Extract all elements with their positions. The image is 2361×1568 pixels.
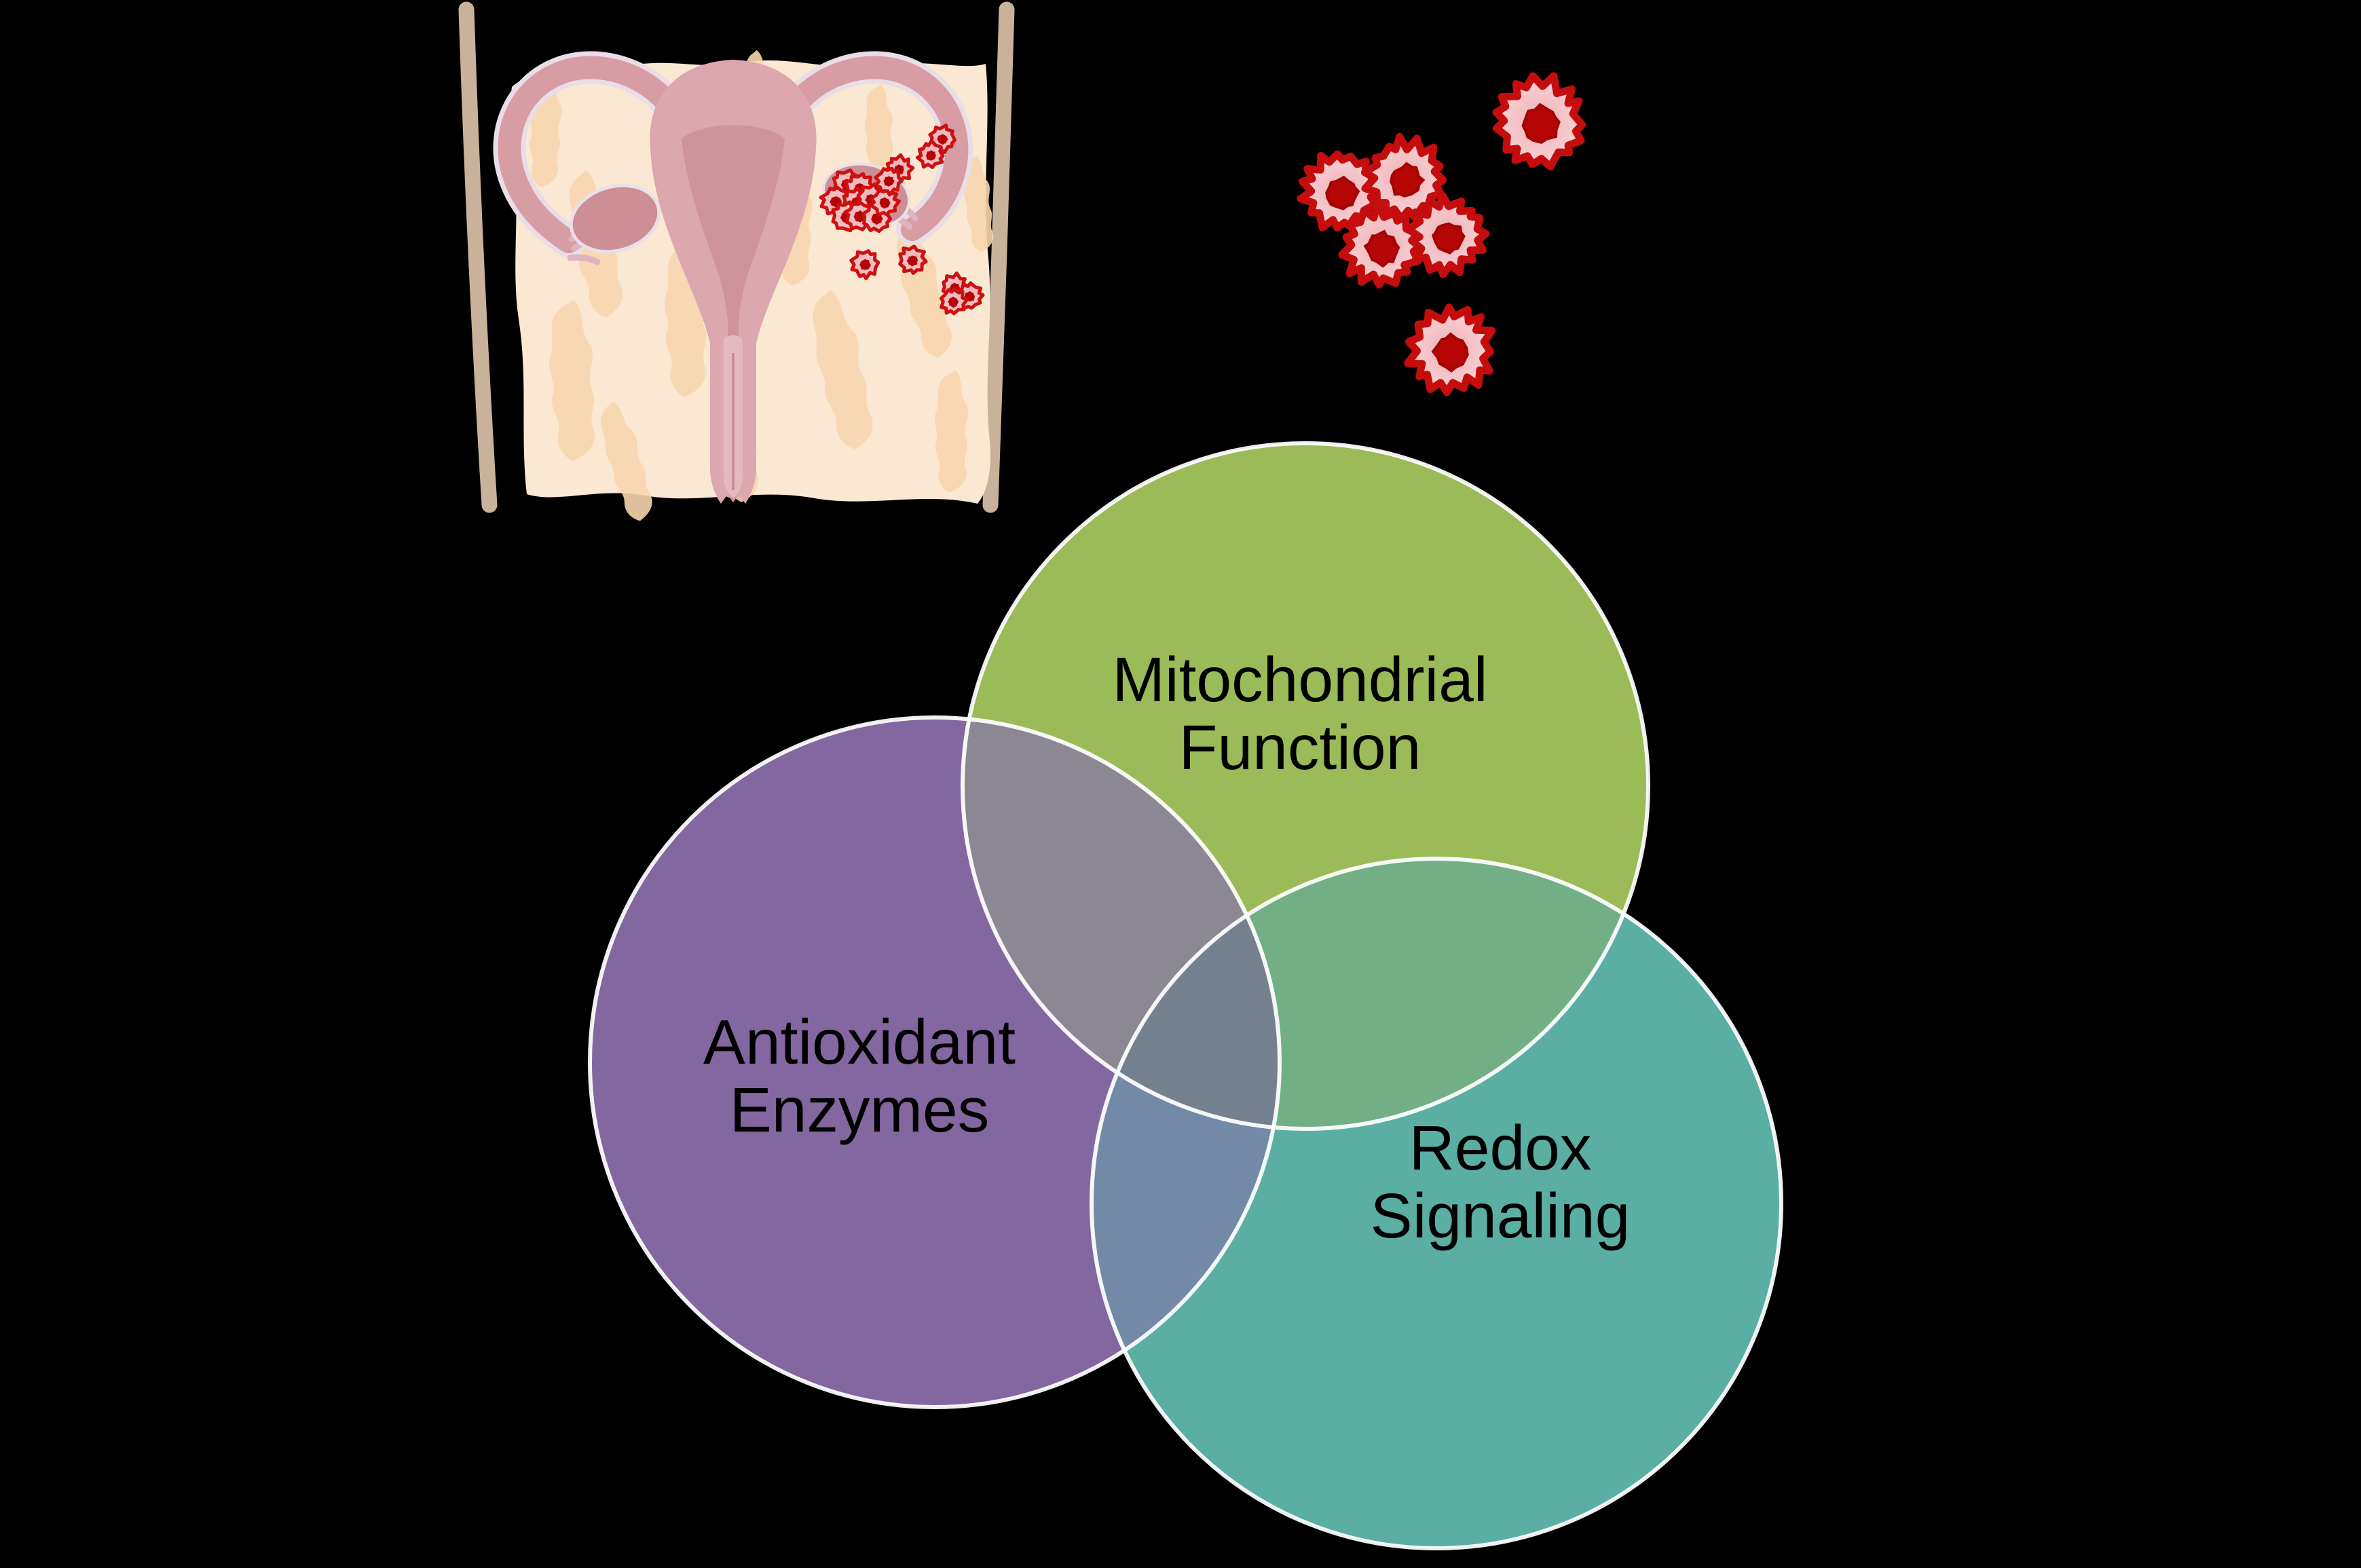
endometriosis-lesion-nucleus xyxy=(859,259,872,270)
overlap-mitochondrial-antioxidant xyxy=(963,717,1280,1129)
overlap-center xyxy=(1092,859,1280,1129)
endometriosis-lesion-nucleus xyxy=(937,134,948,145)
fallopian-tube-right xyxy=(781,56,969,241)
endometriosis-lesions xyxy=(819,124,985,316)
venn-label-antioxidant-line2: Enzymes xyxy=(730,1075,989,1145)
venn-outline-mitochondrial xyxy=(961,441,1650,1131)
venn-label-redox-line1: Redox xyxy=(1409,1113,1592,1183)
body-line-right xyxy=(982,1,1015,513)
venn-outline-antioxidant xyxy=(588,715,1282,1409)
endometrial-cell-nucleus xyxy=(1521,102,1561,144)
endometrial-cell-nucleus xyxy=(1390,162,1426,198)
endometriosis-lesion-nucleus xyxy=(925,150,936,161)
venn-label-mitochondrial-line1: Mitochondrial xyxy=(1112,644,1487,715)
ovary-left xyxy=(569,183,661,254)
venn-outline-redox xyxy=(1090,857,1783,1550)
endometriosis-lesion-nucleus xyxy=(948,297,959,308)
endometriosis-lesion-nucleus xyxy=(879,197,891,209)
endometrial-cell-nucleus xyxy=(1431,332,1469,373)
endometrial-cell-cluster xyxy=(1297,72,1586,396)
endometrial-cell-nucleus xyxy=(1363,229,1400,268)
endometriosis-lesion-nucleus xyxy=(871,213,883,225)
venn-diagram: Mitochondrial Function Antioxidant Enzym… xyxy=(588,441,1783,1550)
endometrial-cell-nucleus xyxy=(1325,175,1360,210)
endometriosis-lesion-nucleus xyxy=(883,176,895,187)
endometriosis-lesion-nucleus xyxy=(906,255,918,267)
fallopian-tube-left xyxy=(498,56,684,253)
uterus-cavity xyxy=(682,125,785,502)
venn-label-mitochondrial-line2: Function xyxy=(1179,712,1421,783)
venn-label-redox-line2: Signaling xyxy=(1371,1180,1631,1251)
venn-label-antioxidant-line1: Antioxidant xyxy=(703,1007,1016,1077)
body-line-left xyxy=(458,1,498,513)
fimbriae-left xyxy=(567,254,601,265)
endometrial-cell-nucleus xyxy=(1432,222,1466,255)
pelvis-illustration xyxy=(458,1,1015,525)
